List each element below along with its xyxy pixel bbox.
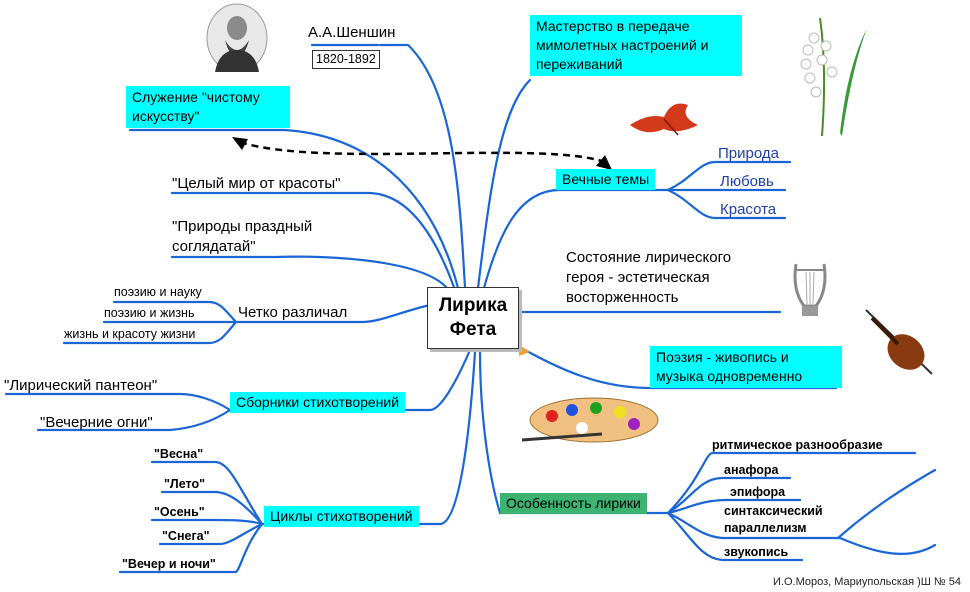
features-item-anaphora[interactable]: анафора: [724, 463, 779, 477]
palette-image: [521, 390, 660, 451]
link-mastery: [476, 78, 532, 290]
link-features: [478, 350, 670, 515]
link-author: [378, 43, 467, 290]
link-cycles: [260, 350, 477, 526]
features-item-syntax-2[interactable]: параллелизм: [724, 521, 807, 535]
center-line-2: Фета: [449, 319, 497, 340]
features-node[interactable]: Особенность лирики: [500, 493, 647, 514]
distinguished-item-2[interactable]: поэзию и жизнь: [104, 306, 195, 320]
collections-item-1[interactable]: "Лирический пантеон": [4, 377, 158, 394]
cycles-item-autumn[interactable]: "Осень": [154, 505, 205, 519]
dashed-arrow: [239, 140, 606, 164]
center-line-1: Лирика: [438, 295, 508, 316]
eternal-item-love[interactable]: Любовь: [720, 173, 774, 190]
credit-text: И.О.Мороз, Мариупольская )Ш № 54: [773, 576, 961, 588]
features-item-rhythm[interactable]: ритмическое разнообразие: [712, 438, 883, 452]
nature-watcher-node[interactable]: "Природы праздный соглядатай": [172, 217, 312, 257]
link-poetry: [514, 343, 838, 390]
maple-leaf-image: [628, 95, 700, 144]
link-collections: [228, 348, 472, 412]
state-line-1: Состояние лирического: [566, 249, 732, 266]
cycles-item-summer[interactable]: "Лето": [164, 477, 206, 491]
features-item-epiphora[interactable]: эпифора: [730, 485, 786, 499]
state-node[interactable]: Состояние лирического героя - эстетическ…: [566, 248, 731, 308]
nature-watcher-line-1: "Природы праздный: [172, 218, 313, 235]
eternal-item-nature[interactable]: Природа: [718, 145, 779, 162]
link-distinguish: [234, 303, 432, 324]
distinguished-item-1[interactable]: поэзию и науку: [114, 285, 202, 299]
collections-node[interactable]: Сборники стихотворений: [230, 392, 406, 413]
state-line-3: восторженность: [566, 289, 679, 306]
world-beauty-node[interactable]: "Целый мир от красоты": [172, 175, 341, 192]
features-item-syntax-1[interactable]: синтаксический: [724, 504, 823, 518]
mastery-line-3: переживаний: [536, 56, 623, 72]
poetry-line-2: музыка одновременно: [656, 368, 803, 384]
violin-image: [862, 306, 942, 383]
service-line-1: Служение "чистому: [132, 89, 260, 105]
collections-item-2[interactable]: "Вечерние огни": [40, 414, 153, 431]
poetry-line-1: Поэзия - живопись и: [656, 349, 789, 365]
link-eternal: [482, 188, 670, 290]
cycles-node[interactable]: Циклы стихотворений: [264, 506, 419, 527]
distinguished-node[interactable]: Четко различал: [238, 304, 348, 321]
mastery-line-2: мимолетных настроений и: [536, 37, 709, 53]
service-line-2: искусству": [132, 108, 200, 124]
mastery-node[interactable]: Мастерство в передаче мимолетных настрое…: [530, 15, 742, 76]
eternal-themes-node[interactable]: Вечные темы: [556, 169, 656, 190]
author-years[interactable]: 1820-1892: [312, 50, 380, 69]
distinguished-item-3[interactable]: жизнь и красоту жизни: [64, 327, 196, 341]
cycles-item-evening[interactable]: "Вечер и ночи": [122, 557, 216, 571]
center-topic[interactable]: Лирика Фета: [427, 287, 519, 349]
cycles-item-snows[interactable]: "Снега": [162, 529, 210, 543]
eternal-item-beauty[interactable]: Красота: [720, 201, 777, 218]
nature-watcher-line-2: соглядатай": [172, 238, 256, 255]
link-nature: [170, 255, 452, 294]
link-world: [170, 191, 457, 292]
author-name[interactable]: А.А.Шеншин: [308, 24, 396, 41]
state-line-2: героя - эстетическая: [566, 269, 710, 286]
mastery-line-1: Мастерство в передаче: [536, 18, 690, 34]
features-item-sound[interactable]: звукопись: [724, 545, 789, 559]
cycles-item-spring[interactable]: "Весна": [154, 447, 204, 461]
poetry-node[interactable]: Поэзия - живопись и музыка одновременно: [650, 346, 842, 388]
link-service: [128, 128, 460, 290]
service-node[interactable]: Служение "чистому искусству": [126, 86, 290, 128]
lily-of-the-valley-image: [792, 8, 872, 143]
lyre-image: [790, 260, 830, 327]
portrait-image: [205, 0, 269, 77]
